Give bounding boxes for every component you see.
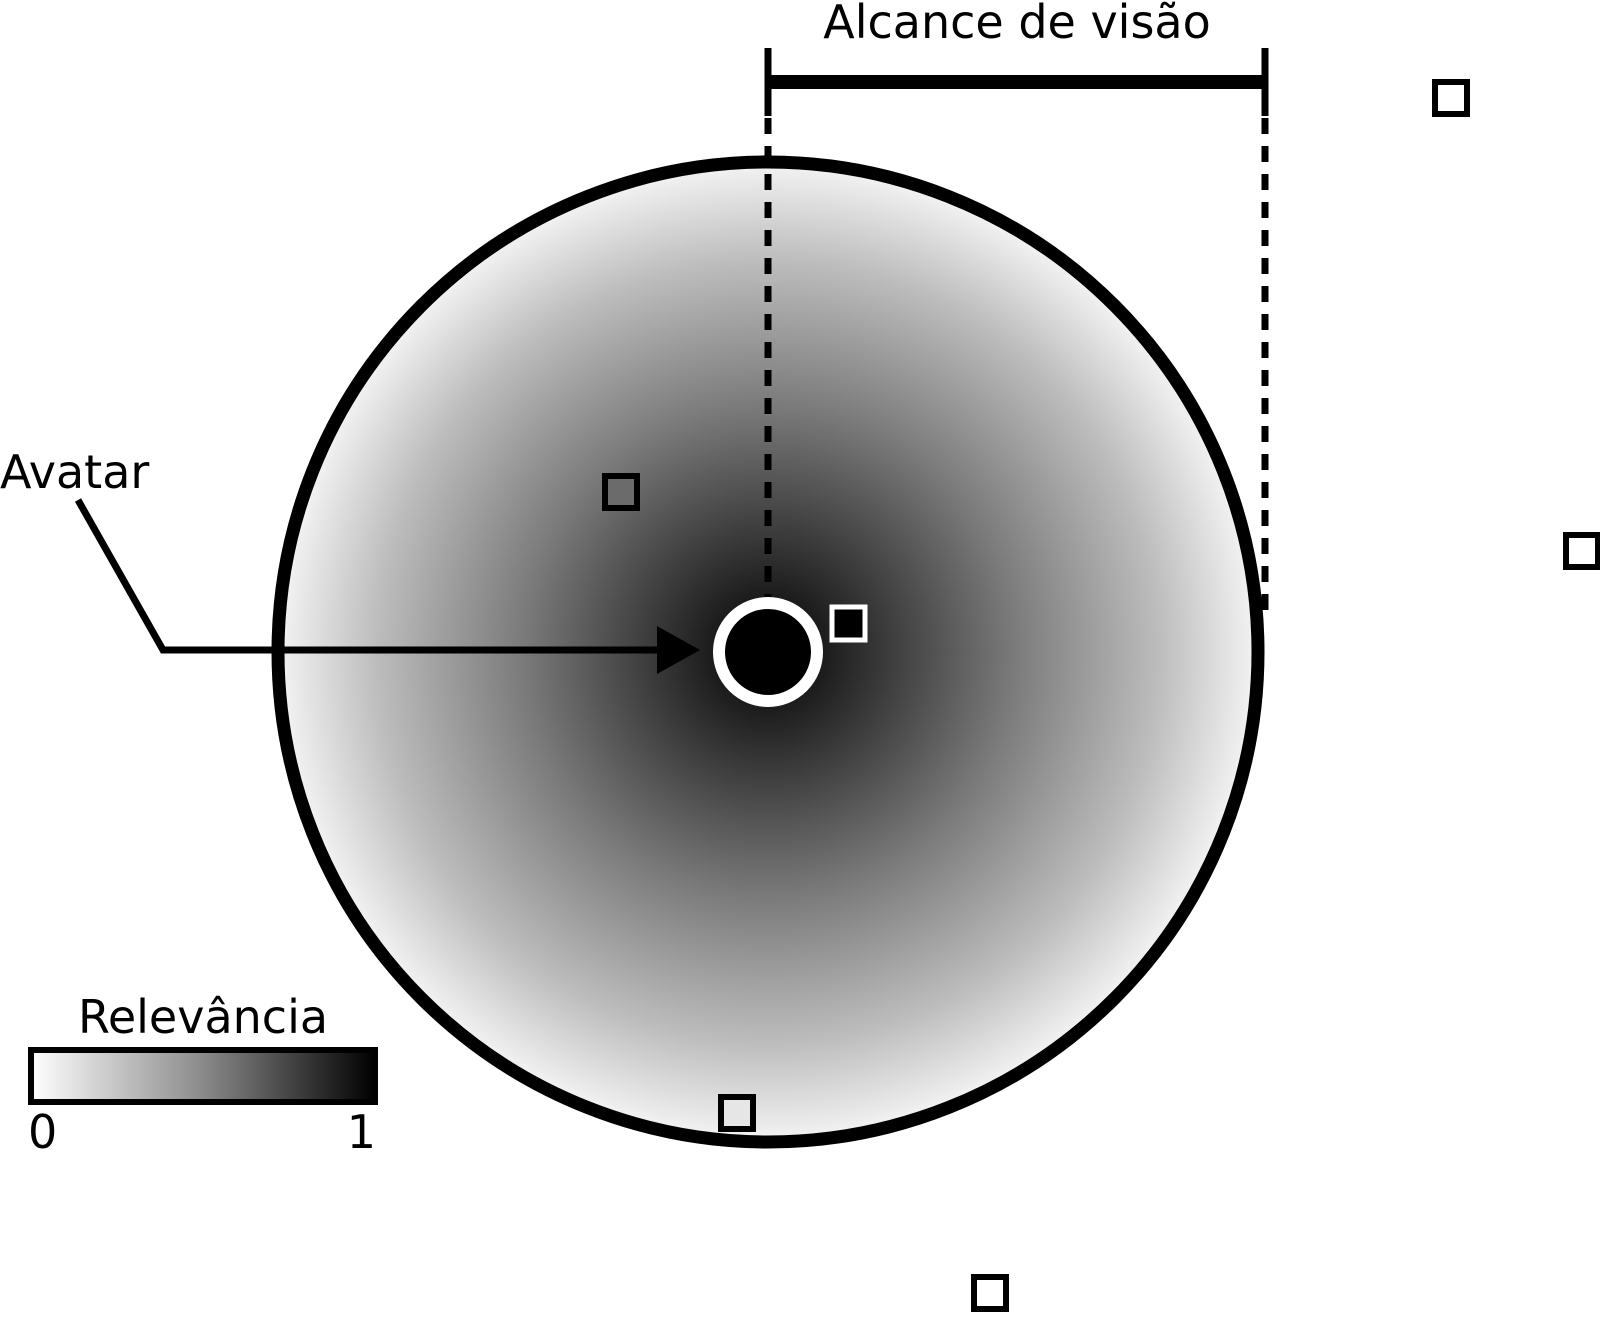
avatar-pointer [74, 498, 700, 674]
object-outside-right [1563, 532, 1600, 570]
object-outside-top-right [1432, 79, 1470, 117]
legend-max-label: 1 [347, 1105, 376, 1159]
legend-title: Relevância [78, 990, 328, 1044]
object-outside-bottom [971, 1274, 1009, 1312]
avatar [713, 597, 823, 707]
legend-min-label: 0 [28, 1105, 57, 1159]
vision-range-label: Alcance de visão [823, 0, 1211, 49]
relevance-legend: Relevância 0 1 [28, 990, 378, 1159]
avatar-arrow-head [657, 626, 700, 674]
legend-gradient-bar [28, 1047, 378, 1105]
object-bottom-edge [718, 1094, 756, 1132]
object-near-avatar [829, 604, 868, 643]
object-upper-left [602, 473, 640, 511]
avatar-label: Avatar [0, 445, 149, 499]
vision-range-indicator [764, 48, 1269, 620]
